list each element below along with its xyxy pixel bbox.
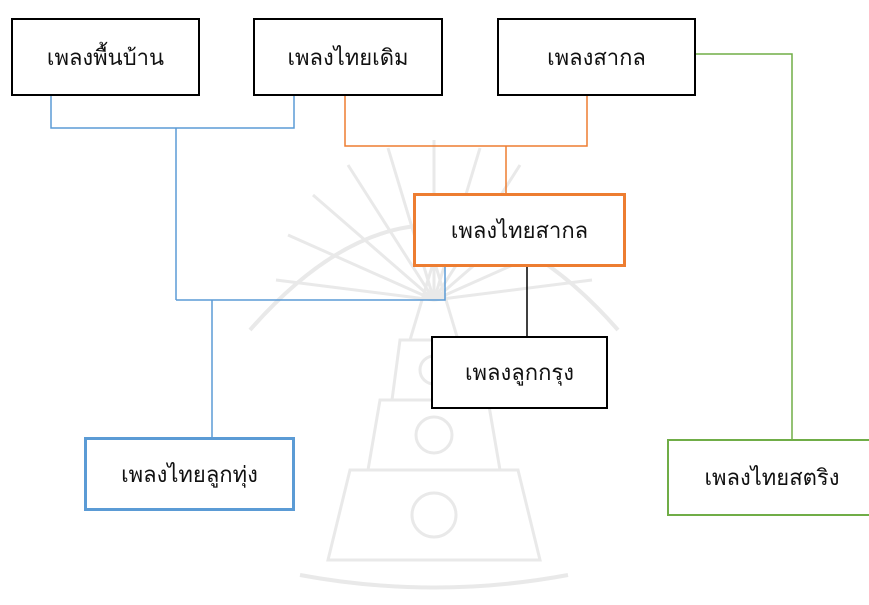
node-label: เพลงพื้นบ้าน <box>46 45 165 71</box>
orange-connectors <box>344 96 588 193</box>
node-folk-song: เพลงพื้นบ้าน <box>11 18 200 96</box>
node-label: เพลงลูกกรุง <box>465 361 574 386</box>
node-luk-thung-song: เพลงไทยลูกทุ่ง <box>84 437 295 511</box>
blue-connectors <box>50 96 446 437</box>
node-label: เพลงไทยเดิม <box>287 45 409 71</box>
node-thai-classical-song: เพลงไทยเดิม <box>253 18 443 96</box>
node-luk-krung-song: เพลงลูกกรุง <box>431 336 608 409</box>
node-label: เพลงไทยสตริง <box>704 466 840 491</box>
node-international-song: เพลงสากล <box>497 18 696 96</box>
node-label: เพลงสากล <box>547 45 646 71</box>
node-thai-pop-song: เพลงไทยสากล <box>413 193 626 267</box>
node-label: เพลงไทยสากล <box>450 218 589 244</box>
seal-rays <box>275 140 593 302</box>
green-connectors <box>696 53 793 439</box>
node-thai-string-song: เพลงไทยสตริง <box>667 439 869 516</box>
node-label: เพลงไทยลูกทุ่ง <box>121 462 258 488</box>
